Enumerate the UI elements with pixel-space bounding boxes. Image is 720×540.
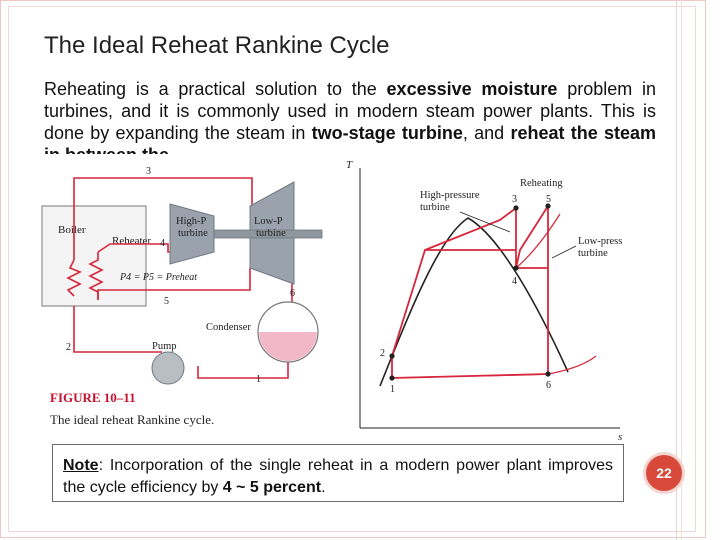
pressure-equation: P4 = P5 = Preheat (119, 272, 197, 283)
pipe-3 (73, 177, 253, 260)
high-p-turbine (169, 203, 215, 265)
ts-reheat-curve (515, 205, 549, 269)
ts-state-point-6 (545, 371, 551, 377)
ts-state-point-5 (545, 203, 551, 209)
decorative-rail (676, 0, 705, 540)
boiler-label: Boiler (58, 224, 86, 236)
ts-low-press-leader (551, 245, 577, 259)
schematic-state-1: 1 (256, 374, 261, 385)
ts-y-axis-label: T (346, 159, 353, 171)
pipe-1 (197, 361, 289, 379)
schematic-state-4: 4 (160, 238, 165, 249)
note-text: : Incorporation of the single reheat in … (63, 457, 613, 496)
body-part-bold: excessive moisture (386, 79, 558, 99)
slide-title: The Ideal Reheat Rankine Cycle (44, 32, 390, 59)
schematic-state-3: 3 (146, 166, 151, 177)
body-part: , and (462, 123, 511, 143)
body-part-bold: reheat the steam in between the (44, 123, 656, 154)
reheater-label: Reheater (112, 235, 151, 247)
reheater-coil (88, 252, 104, 300)
pump-label: Pump (152, 341, 177, 352)
decorative-rail-line (681, 0, 682, 540)
page-number-badge: 22 (643, 452, 685, 494)
ts-low-press-label: Low-press (578, 236, 622, 247)
ts-state-label-3: 3 (512, 194, 517, 205)
body-part-bold: two-stage turbine (311, 123, 463, 143)
slide-frame-inner (8, 6, 696, 532)
figure-number: FIGURE 10–11 (50, 390, 136, 405)
ts-low-press-label-2: turbine (578, 248, 608, 259)
ts-state-point-2 (389, 353, 395, 359)
ts-high-pressure-leader (459, 211, 511, 233)
boiler-coil (66, 259, 82, 297)
pipe-2 (73, 306, 162, 353)
ts-state-label-1: 1 (390, 384, 395, 395)
note-highlight: 4 ~ 5 percent (222, 479, 322, 496)
ts-superheat-curve (424, 207, 517, 251)
pump (151, 351, 185, 385)
ts-cycle-path (391, 206, 549, 379)
isobar-reheat (515, 213, 561, 269)
condenser-label: Condenser (206, 322, 251, 333)
schematic-state-2: 2 (66, 342, 71, 353)
low-p-label-2: turbine (256, 228, 286, 239)
note-text-end: . (321, 479, 326, 496)
note-label: Note (63, 457, 99, 474)
ts-state-point-3 (513, 205, 519, 211)
ts-state-label-4: 4 (512, 276, 517, 287)
slide-body-text: Reheating is a practical solution to the… (44, 78, 656, 154)
ts-state-label-5: 5 (546, 194, 551, 205)
schematic-state-5: 5 (164, 296, 169, 307)
note-box: Note: Incorporation of the single reheat… (52, 444, 624, 502)
ts-high-pressure-label: High-pressure (420, 190, 480, 201)
ts-x-axis-label: s (618, 431, 622, 443)
high-p-label-2: turbine (178, 228, 208, 239)
ts-state-label-6: 6 (546, 380, 551, 391)
ts-high-pressure-label-2: turbine (420, 202, 450, 213)
condenser-water (259, 332, 317, 361)
slide-frame (0, 0, 706, 538)
ts-reheating-label: Reheating (520, 178, 563, 189)
reheat-cycle-figure: Boiler Reheater High-P turbine Low-P tur… (41, 159, 622, 443)
high-p-label: High-P (176, 216, 206, 227)
ts-state-label-2: 2 (380, 348, 385, 359)
pipe-5 (97, 268, 251, 300)
ts-state-point-1 (389, 375, 395, 381)
body-part: problem in turbines, and it is commonly … (44, 79, 656, 143)
figure-caption: The ideal reheat Rankine cycle. (50, 412, 214, 427)
turbine-shaft (213, 229, 323, 239)
isobar-low (391, 355, 597, 379)
schematic-state-6: 6 (290, 288, 295, 299)
body-part: Reheating is a practical solution to the (44, 79, 387, 99)
low-p-label: Low-P (254, 216, 283, 227)
saturation-dome (379, 217, 569, 387)
boiler-box (41, 205, 147, 307)
ts-state-point-4 (513, 265, 519, 271)
